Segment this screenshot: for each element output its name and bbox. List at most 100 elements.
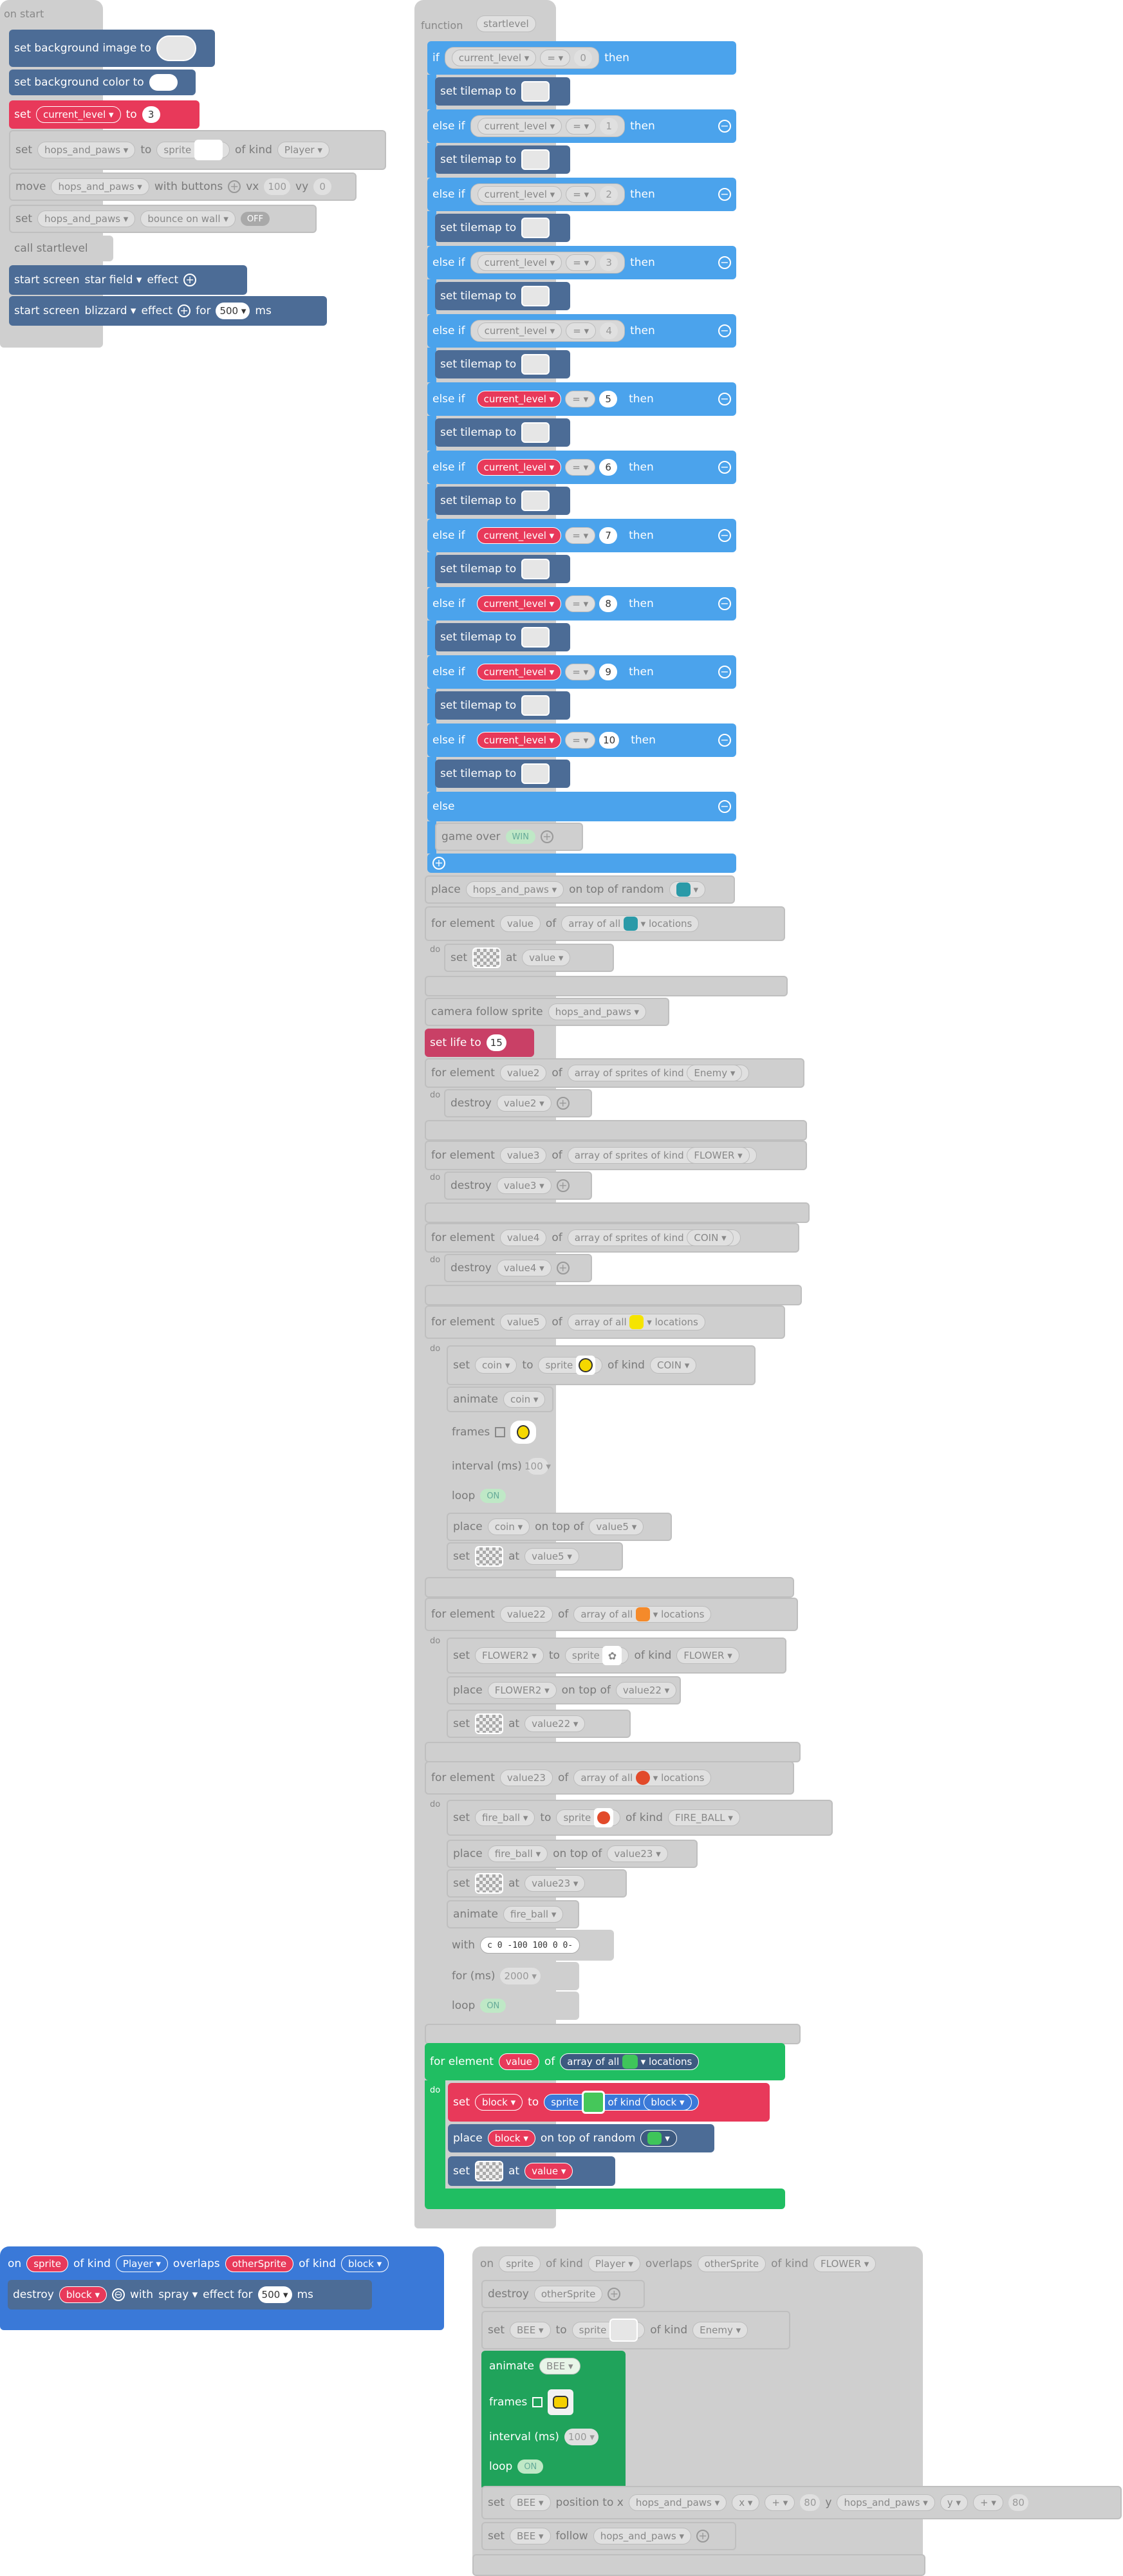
level-value-input[interactable]: 3: [142, 106, 160, 123]
bounce-hops-dropdown[interactable]: hops_and_paws ▾: [37, 210, 136, 227]
vx-input[interactable]: 100: [264, 178, 291, 195]
remove-branch-icon[interactable]: −: [718, 188, 731, 201]
comparison-block[interactable]: current_level ▾= ▾5: [470, 388, 624, 410]
for-value5-block[interactable]: for element value5 of array of all ▾ loc…: [425, 1305, 785, 1339]
set-tilemap-block[interactable]: set tilemap to: [435, 282, 570, 310]
value5-var[interactable]: value5: [499, 1314, 547, 1330]
loop-toggle[interactable]: ON: [480, 1489, 506, 1503]
comparison-block[interactable]: current_level ▾= ▾2: [470, 183, 626, 205]
for-ms-block[interactable]: for (ms) 2000 ▾: [447, 1962, 579, 1990]
level-number-input[interactable]: 8: [599, 595, 618, 612]
bee-sprite-thumb[interactable]: [609, 2319, 638, 2342]
bg-color-swatch[interactable]: [149, 74, 178, 91]
x-hops-dropdown[interactable]: hops_and_paws ▾: [628, 2494, 727, 2511]
plus-op-dropdown2[interactable]: + ▾: [973, 2494, 1003, 2511]
anim-path-input[interactable]: c 0 -100 100 0 0-: [480, 1937, 580, 1954]
tilemap-thumb[interactable]: [521, 218, 550, 238]
other-sprite-var[interactable]: otherSprite: [697, 2255, 766, 2272]
place-flower2-dropdown[interactable]: FLOWER2 ▾: [487, 1682, 557, 1699]
animate-fire-ball-block[interactable]: animate fire_ball ▾: [447, 1900, 579, 1928]
win-toggle[interactable]: WIN: [505, 830, 535, 844]
plus-icon[interactable]: +: [696, 2530, 710, 2543]
tilemap-thumb[interactable]: [521, 81, 550, 102]
value22-var[interactable]: value22: [499, 1606, 553, 1623]
place-flower2-block[interactable]: place FLOWER2 ▾ on top of value22 ▾: [447, 1676, 681, 1704]
current-level-dropdown[interactable]: current_level ▾: [476, 595, 562, 612]
current-level-dropdown[interactable]: current_level ▾: [477, 186, 562, 203]
function-name[interactable]: startlevel: [476, 15, 536, 32]
kind-flower-dropdown[interactable]: FLOWER ▾: [676, 1647, 739, 1664]
animate-coin-dropdown[interactable]: coin ▾: [503, 1391, 546, 1408]
destroy-value4-dropdown[interactable]: value4 ▾: [496, 1260, 552, 1276]
y-prop-dropdown[interactable]: y ▾: [940, 2494, 968, 2511]
plus-icon[interactable]: +: [228, 180, 241, 193]
set-tilemap-block[interactable]: set tilemap to: [435, 487, 570, 515]
set-bg-image-block[interactable]: set background image to: [9, 30, 215, 67]
tilemap-thumb[interactable]: [521, 422, 550, 443]
remove-branch-icon[interactable]: −: [718, 529, 731, 542]
move-block[interactable]: move hops_and_paws ▾ with buttons + vx 1…: [9, 173, 357, 201]
current-level-dropdown[interactable]: current_level ▾: [35, 106, 121, 123]
y-offset-input[interactable]: 80: [1008, 2494, 1028, 2511]
value3-var[interactable]: value3: [499, 1147, 547, 1164]
tilemap-thumb[interactable]: [521, 490, 550, 511]
remove-else-icon[interactable]: −: [718, 800, 731, 813]
x-offset-input[interactable]: 80: [800, 2494, 821, 2511]
star-field-dropdown[interactable]: star field ▾: [84, 274, 142, 286]
comparison-block[interactable]: current_level ▾= ▾6: [470, 456, 624, 478]
eq-operator-dropdown[interactable]: = ▾: [566, 322, 597, 339]
set-coin-block[interactable]: set coin ▾ to sprite of kind COIN ▾: [447, 1345, 756, 1385]
comparison-block[interactable]: current_level ▾= ▾0: [444, 47, 600, 69]
tilemap-thumb[interactable]: [521, 695, 550, 716]
eq-operator-dropdown[interactable]: = ▾: [566, 118, 597, 135]
plus-icon[interactable]: +: [178, 304, 191, 317]
sprite-pill[interactable]: sprite: [538, 1356, 603, 1375]
set-sprite-block[interactable]: set hops_and_paws ▾ to sprite of kind Pl…: [9, 130, 386, 170]
array-of-all-pill[interactable]: array of all ▾ locations: [573, 1606, 712, 1623]
checkbox-icon[interactable]: [495, 1427, 506, 1437]
array-sprites-kind-pill[interactable]: array of sprites of kind COIN ▾: [567, 1229, 741, 1246]
remove-branch-icon[interactable]: −: [718, 461, 731, 474]
plus-icon[interactable]: +: [183, 274, 197, 286]
if-chain-footer[interactable]: +: [427, 854, 736, 873]
coin-frame-icon[interactable]: [510, 1421, 537, 1444]
plus-icon[interactable]: +: [540, 830, 553, 843]
place-block-random-block[interactable]: place block ▾ on top of random ▾: [448, 2124, 714, 2152]
flower2-dropdown[interactable]: FLOWER2 ▾: [474, 1647, 544, 1664]
set-tilemap-block[interactable]: set tilemap to: [435, 145, 570, 174]
kind-flower-dropdown[interactable]: FLOWER ▾: [687, 1147, 750, 1164]
block-sprite-icon[interactable]: [581, 2091, 605, 2114]
level-number-input[interactable]: 7: [599, 527, 618, 544]
bounce-on-wall-dropdown[interactable]: bounce on wall ▾: [140, 210, 236, 227]
remove-branch-icon[interactable]: −: [718, 734, 731, 747]
eq-operator-dropdown[interactable]: = ▾: [565, 595, 596, 612]
loop-block[interactable]: loop ON: [447, 1482, 553, 1510]
value-var[interactable]: value: [498, 2053, 539, 2070]
comparison-block[interactable]: current_level ▾= ▾3: [470, 252, 626, 274]
value23-var[interactable]: value23: [499, 1769, 553, 1786]
bounce-block[interactable]: set hops_and_paws ▾ bounce on wall ▾ OFF: [9, 205, 317, 233]
kind-coin-dropdown[interactable]: COIN ▾: [687, 1229, 734, 1246]
blizzard-dropdown[interactable]: blizzard ▾: [84, 304, 136, 317]
set-bee-position-block[interactable]: set BEE ▾ position to x hops_and_paws ▾ …: [481, 2486, 1122, 2519]
loop-block[interactable]: loop ON: [447, 1992, 579, 2020]
loop-toggle[interactable]: ON: [480, 1999, 506, 2013]
minus-icon[interactable]: ⊖: [111, 2288, 125, 2301]
for-ms-input[interactable]: 2000 ▾: [500, 1968, 541, 1984]
array-of-all-pill[interactable]: array of all ▾ locations: [560, 2053, 700, 2070]
sprite-pill[interactable]: sprite ✿: [564, 1646, 629, 1665]
vy-input[interactable]: 0: [313, 178, 332, 195]
place-hops-dropdown[interactable]: hops_and_paws ▾: [465, 881, 564, 898]
for-value4-block[interactable]: for element value4 of array of sprites o…: [425, 1223, 799, 1253]
for-value2-block[interactable]: for element value2 of array of sprites o…: [425, 1058, 804, 1088]
destroy-block-effect-block[interactable]: destroy block ▾ ⊖ with spray ▾ effect fo…: [8, 2280, 372, 2310]
animate-bee-dropdown[interactable]: BEE ▾: [539, 2358, 580, 2375]
tile-picker[interactable]: ▾: [669, 881, 705, 898]
plus-icon[interactable]: +: [556, 1262, 570, 1274]
add-else-if-icon[interactable]: +: [432, 857, 445, 870]
animate-fire-ball-dropdown[interactable]: fire_ball ▾: [503, 1906, 564, 1923]
place-value22-dropdown[interactable]: value22 ▾: [615, 1682, 677, 1699]
plus-icon[interactable]: +: [556, 1097, 570, 1110]
at-value-dropdown[interactable]: value ▾: [524, 2163, 573, 2179]
